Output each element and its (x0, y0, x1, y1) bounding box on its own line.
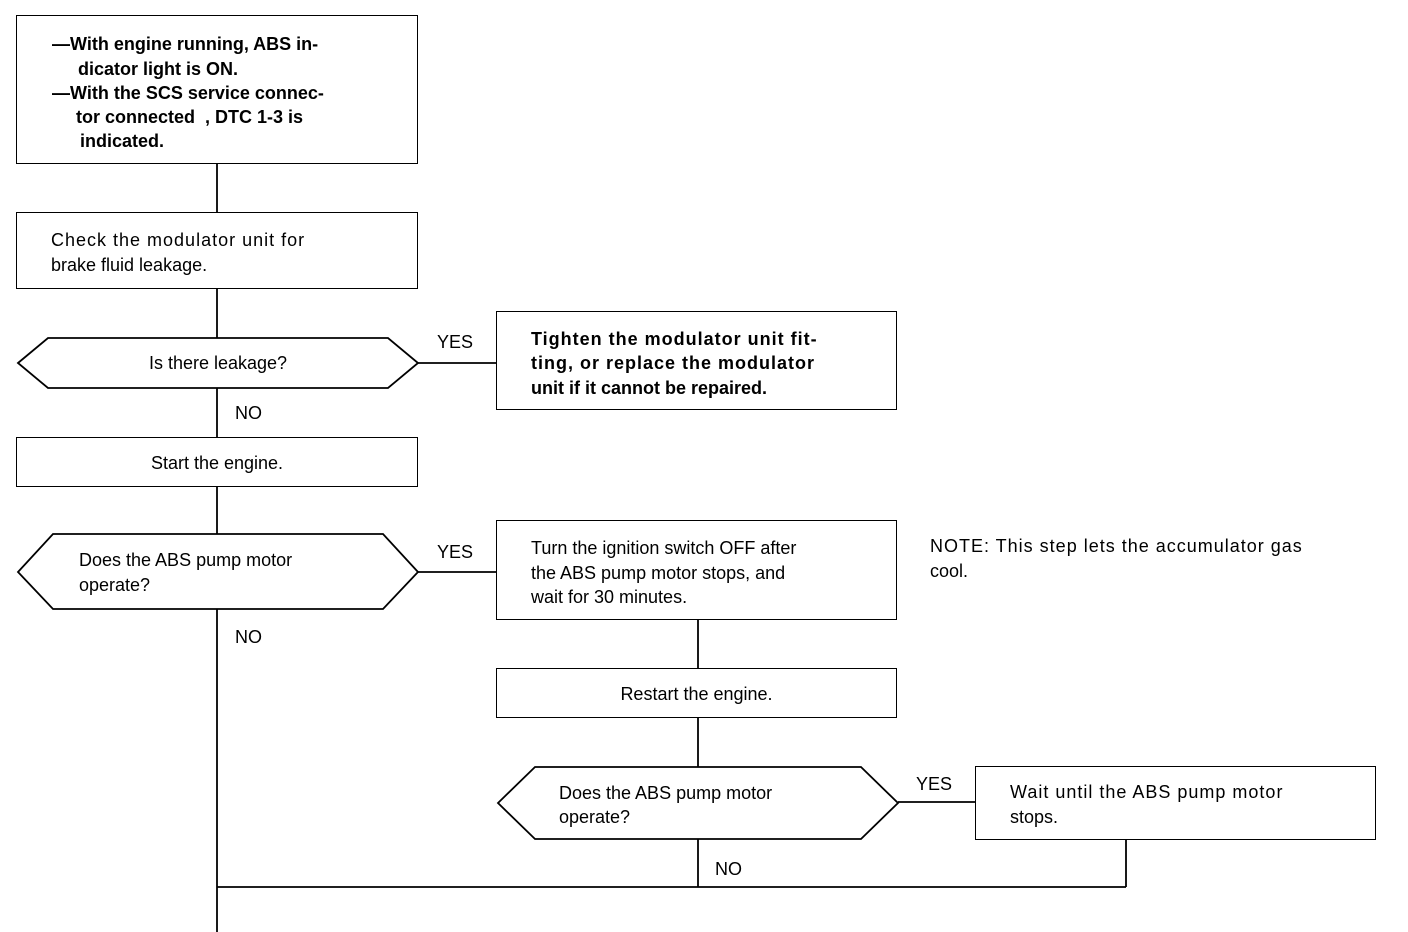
decision-pump1-line2: operate? (79, 575, 151, 595)
label-yes-leakage: YES (437, 332, 474, 352)
turn-off-line2: the ABS pump motor stops, and (531, 563, 786, 583)
start-bullet2-line2: tor connected , DTC 1-3 is (76, 107, 304, 127)
turn-off-line3: wait for 30 minutes. (531, 587, 688, 607)
start-bullet1-line2: dicator light is ON. (78, 59, 239, 79)
tighten-modulator-box (496, 311, 897, 410)
start-engine-box (16, 437, 418, 487)
check-modulator-line1: Check the modulator unit for (51, 230, 306, 250)
restart-engine-box (496, 668, 897, 718)
start-bullet1-line1: —With engine running, ABS in- (52, 34, 319, 54)
decision-pump1-line1: Does the ABS pump motor (79, 550, 293, 570)
start-condition-box (16, 15, 418, 164)
check-modulator-box (16, 212, 418, 289)
decision-leakage-text: Is there leakage? (148, 353, 288, 373)
decision-leakage-diamond (16, 337, 420, 389)
decision-pump1-diamond (16, 533, 420, 610)
label-yes-pump2: YES (916, 774, 953, 794)
restart-engine-text: Restart the engine. (620, 684, 773, 704)
wait-line1: Wait until the ABS pump motor (1010, 782, 1284, 802)
start-engine-text: Start the engine. (150, 453, 284, 473)
wait-line2: stops. (1010, 807, 1059, 827)
tighten-line1: Tighten the modulator unit fit- (531, 329, 818, 349)
start-bullet2-line3: indicated. (80, 131, 165, 151)
turn-off-line1: Turn the ignition switch OFF after (531, 538, 797, 558)
decision-pump2-line1: Does the ABS pump motor (559, 783, 773, 803)
label-no-leakage: NO (235, 403, 262, 423)
label-no-pump2: NO (715, 859, 742, 879)
note-line1: NOTE: This step lets the accumulator gas (930, 536, 1303, 556)
decision-pump2-line2: operate? (559, 807, 631, 827)
check-modulator-line2: brake fluid leakage. (51, 255, 208, 275)
label-yes-pump1: YES (437, 542, 474, 562)
turn-off-ignition-box (496, 520, 897, 620)
tighten-line2: ting, or replace the modulator (531, 353, 816, 373)
wait-pump-stops-box (975, 766, 1376, 840)
note-line2: cool. (930, 561, 969, 581)
tighten-line3: unit if it cannot be repaired. (531, 378, 768, 398)
start-bullet2-line1: —With the SCS service connec- (52, 83, 324, 103)
label-no-pump1: NO (235, 627, 262, 647)
decision-pump2-diamond (496, 766, 900, 840)
